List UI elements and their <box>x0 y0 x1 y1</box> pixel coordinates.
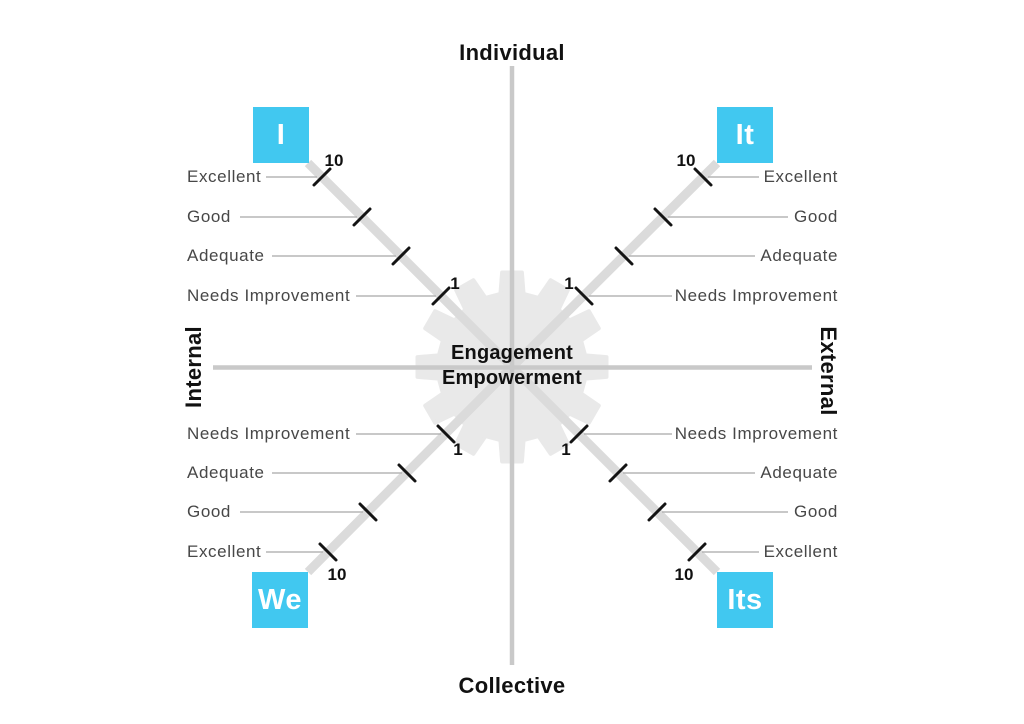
rating-label-excellent: Excellent <box>187 542 262 561</box>
rating-label-adequate: Adequate <box>760 463 838 482</box>
diagonal-upper-right <box>508 159 721 371</box>
quadrant-badge-it: It <box>717 107 773 163</box>
scale-min-label: 1 <box>561 440 571 459</box>
rating-label-needs-improvement: Needs Improvement <box>674 424 838 443</box>
center-title: Engagement Empowerment <box>362 341 662 391</box>
rating-label-adequate: Adequate <box>187 246 265 265</box>
label-leader-lines <box>240 176 788 553</box>
rating-label-excellent: Excellent <box>763 167 838 186</box>
quadrant-badge-i: I <box>253 107 309 163</box>
scale-max-label: 10 <box>676 151 696 170</box>
scale-min-label: 1 <box>564 274 574 293</box>
rating-label-adequate: Adequate <box>760 246 838 265</box>
scale-max-label: 10 <box>324 151 344 170</box>
rating-label-good: Good <box>187 502 231 521</box>
scale-min-label: 1 <box>453 440 463 459</box>
rating-label-excellent: Excellent <box>187 167 262 186</box>
axis-label-individual: Individual <box>459 40 565 65</box>
diagonal-upper-left <box>304 159 516 371</box>
rating-label-excellent: Excellent <box>763 542 838 561</box>
rating-label-needs-improvement: Needs Improvement <box>187 286 351 305</box>
rating-label-good: Good <box>794 502 838 521</box>
rating-label-good: Good <box>187 207 231 226</box>
center-title-line1: Engagement <box>450 342 574 364</box>
axis-lines <box>213 66 812 665</box>
center-title-line2: Empowerment <box>441 367 582 389</box>
diagonal-lower-right <box>508 363 721 576</box>
scale-tick-marks <box>312 167 713 562</box>
diagonal-scale-lines <box>304 159 721 576</box>
scale-max-label: 10 <box>674 565 694 584</box>
axis-label-collective: Collective <box>458 673 566 698</box>
rating-label-needs-improvement: Needs Improvement <box>187 424 351 443</box>
rating-label-adequate: Adequate <box>187 463 265 482</box>
diagonal-lower-left <box>304 363 516 576</box>
rating-label-good: Good <box>794 207 838 226</box>
quadrant-badge-its: Its <box>717 572 773 628</box>
quadrant-badge-we: We <box>252 572 308 628</box>
rating-label-needs-improvement: Needs Improvement <box>674 286 838 305</box>
scale-min-label: 1 <box>450 274 460 293</box>
scale-max-label: 10 <box>327 565 347 584</box>
